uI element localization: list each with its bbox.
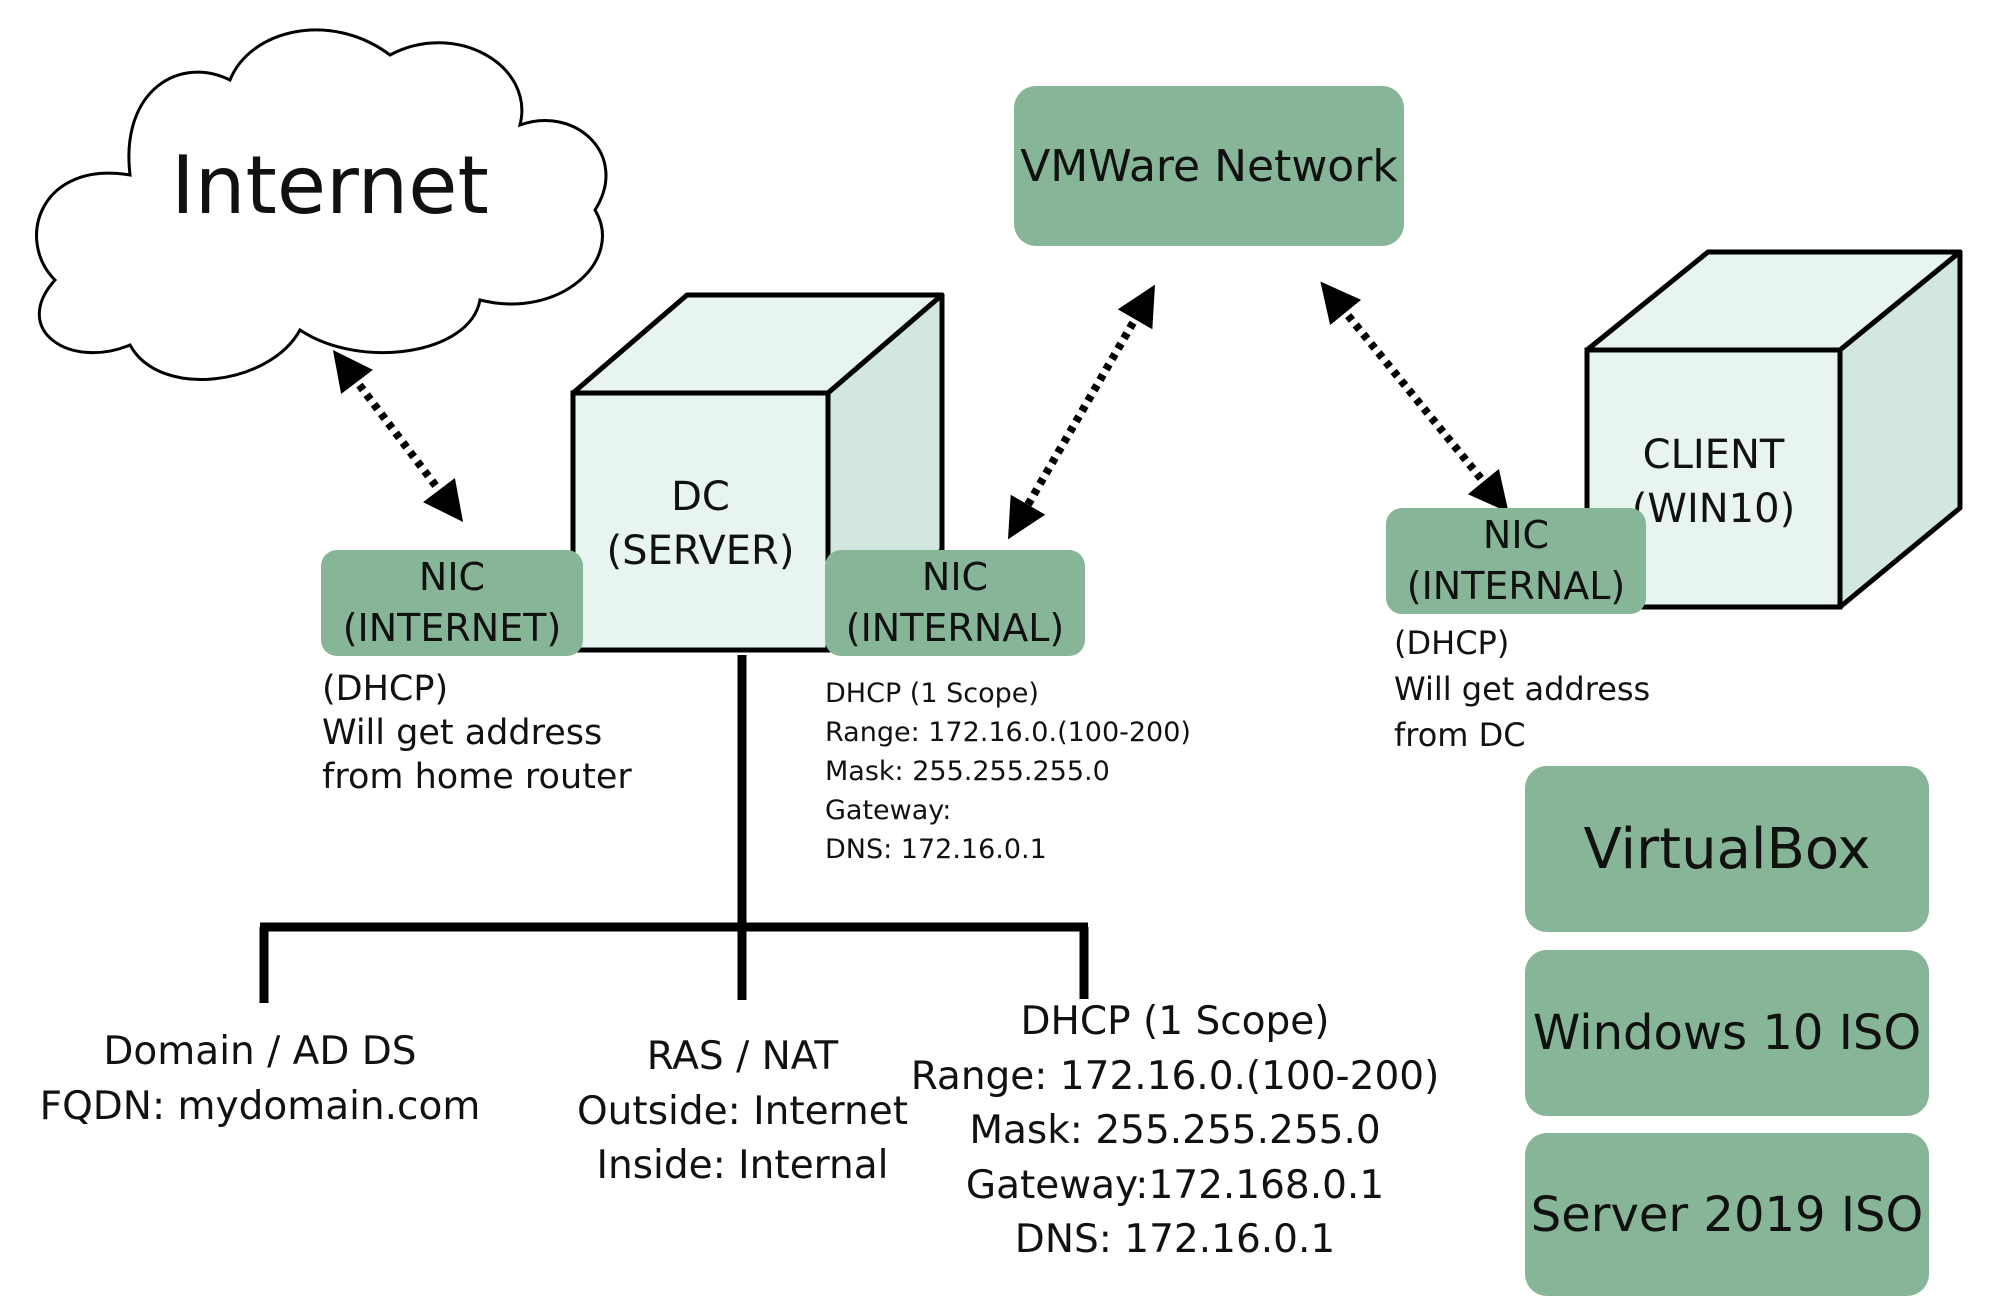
arrow-internet-to-nic [332,350,464,522]
nic-internet-note: Will get address [322,712,603,753]
vmware-network-label: VMWare Network [1020,140,1398,192]
nic-client-internal-line2: (INTERNAL) [1406,564,1626,608]
client-cube [1584,249,1963,610]
cloud-shape [35,28,608,382]
nic-dc-internal-notes: DHCP (1 Scope) Range: 172.16.0.(100-200)… [825,675,1191,869]
role-ras-nat: RAS / NAT Outside: Internet Inside: Inte… [560,1030,925,1194]
role-dhcp-line: Mask: 255.255.255.0 [969,1108,1381,1154]
role-dhcp-line: DNS: 172.16.0.1 [1014,1217,1336,1263]
windows10-iso-label: Windows 10 ISO [1532,1005,1922,1061]
nic-dc-internal-line2: (INTERNAL) [845,606,1065,650]
client-win10-label: CLIENT (WIN10) [1587,428,1840,536]
nic-client-internal-note: (DHCP) [1394,624,1510,662]
role-ras-line: Inside: Internal [596,1143,889,1189]
arrow-vmware-to-dc-nic [1008,284,1155,540]
windows10-iso-box: Windows 10 ISO [1525,950,1929,1116]
nic-internet-notes: (DHCP) Will get address from home router [322,668,632,799]
nic-dc-internal-box: NIC (INTERNAL) [825,550,1085,656]
nic-dc-internal-line1: NIC [921,554,989,599]
nic-client-internal-note: from DC [1394,716,1526,755]
role-ras-line: RAS / NAT [646,1034,839,1079]
nic-client-internal-line1: NIC [1482,512,1550,557]
nic-internet-note: (DHCP) [322,669,449,709]
role-domain-line: FQDN: mydomain.com [39,1083,481,1129]
role-domain-adds: Domain / AD DS FQDN: mydomain.com [20,1025,500,1134]
arrow-vmware-to-client-nic [1320,281,1509,513]
virtualbox-label: VirtualBox [1583,816,1871,882]
role-domain-line: Domain / AD DS [103,1029,417,1074]
dc-cube [570,292,945,653]
nic-dc-internal-note: Range: 172.16.0.(100-200) [825,716,1191,748]
server2019-iso-label: Server 2019 ISO [1530,1186,1924,1243]
nic-dc-internal-note: DNS: 172.16.0.1 [825,833,1047,865]
nic-client-internal-notes: (DHCP) Will get address from DC [1394,620,1650,758]
role-dhcp: DHCP (1 Scope) Range: 172.16.0.(100-200)… [905,995,1445,1268]
dc-label-line1: DC [671,474,730,520]
role-tree-lines [259,655,1089,1003]
nic-internet-box: NIC (INTERNET) [321,550,583,656]
vmware-network-box: VMWare Network [1014,86,1404,246]
client-label-line1: CLIENT [1642,432,1785,478]
nic-internet-note: from home router [322,756,632,797]
client-label-line2: (WIN10) [1631,486,1796,532]
role-dhcp-line: DHCP (1 Scope) [1020,999,1330,1044]
dc-label-line2: (SERVER) [606,528,795,574]
internet-cloud: Internet [40,120,620,250]
nic-internet-line2: (INTERNET) [342,606,562,650]
internet-label: Internet [171,138,489,232]
nic-client-internal-box: NIC (INTERNAL) [1386,508,1646,614]
nic-dc-internal-note: Gateway: [825,794,952,826]
nic-client-internal-note: Will get address [1394,670,1651,709]
server2019-iso-box: Server 2019 ISO [1525,1133,1929,1296]
virtualbox-box: VirtualBox [1525,766,1929,932]
role-dhcp-line: Range: 172.16.0.(100-200) [910,1053,1440,1099]
nic-internet-line1: NIC [418,554,486,599]
nic-dc-internal-note: DHCP (1 Scope) [825,678,1039,709]
role-ras-line: Outside: Internet [576,1088,908,1134]
role-dhcp-line: Gateway:172.168.0.1 [965,1162,1385,1208]
dc-server-label: DC (SERVER) [573,470,828,578]
nic-dc-internal-note: Mask: 255.255.255.0 [825,755,1110,787]
